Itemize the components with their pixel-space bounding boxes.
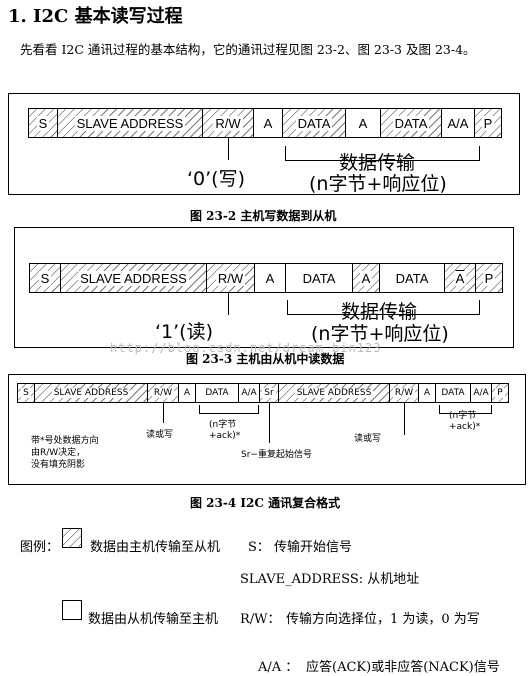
bracket-left — [287, 300, 288, 314]
bracket-bottom — [199, 413, 259, 414]
cell-rw: R/W — [202, 108, 254, 138]
legend-slave-address-def: SLAVE_ADDRESS: 从机地址 — [240, 572, 420, 587]
cell-stop: P — [475, 263, 503, 293]
rw-note-2: 读或写 — [354, 434, 382, 444]
cell-data: DATA — [282, 108, 346, 138]
intro-paragraph: 先看看 I2C 通讯过程的基本结构，它的通讯过程见图 23-2、图 23-3 及… — [20, 42, 476, 57]
legend-start-def: S： 传输开始信号 — [248, 540, 353, 555]
figure-caption: 图 23-4 I2C 通讯复合格式 — [190, 496, 341, 510]
bracket-left — [199, 405, 200, 413]
cell-rw: R/W — [147, 383, 179, 403]
cell-stop: P — [491, 383, 509, 403]
cell-ack: A — [253, 108, 283, 138]
rw-pointer — [163, 403, 164, 423]
legend-rw-def: 传输方向选择位，1 为读，0 为写 — [286, 612, 480, 627]
cell-ack: A — [352, 263, 380, 293]
watermark: http://blog.csdn.net/dream_bin123 — [110, 341, 382, 355]
bracket-bottom — [287, 314, 480, 315]
figure-caption: 图 23-2 主机写数据到从机 — [190, 209, 337, 223]
cell-slave-address: SLAVE ADDRESS — [278, 383, 390, 403]
figure-combined-diagram: S SLAVE ADDRESS R/W A DATA A/A Sr SLAVE … — [8, 374, 526, 485]
direction-label: ‘0’(写) — [187, 168, 245, 190]
sr-note: Sr−重复起始信号 — [241, 450, 312, 460]
bracket-left-2 — [439, 405, 440, 413]
cell-data: DATA — [195, 383, 239, 403]
bracket-bottom-2 — [439, 413, 492, 414]
cell-start: S — [28, 108, 58, 138]
cell-repeated-start: Sr — [259, 383, 279, 403]
cell-ack-nack: A/A — [441, 108, 475, 138]
data-transfer-label: 数据传输 — [341, 301, 418, 323]
bracket-right — [479, 146, 480, 160]
figure-read-diagram: S SLAVE ADDRESS R/W A DATA A DATA A P ‘1… — [14, 227, 514, 348]
data-transfer-sublabel: (n字节+响应位) — [311, 323, 449, 345]
cell-ack-nack: A/A — [470, 383, 492, 403]
cell-ack: A — [418, 383, 436, 403]
cell-rw: R/W — [206, 263, 255, 293]
data-transfer-label: 数据传输 — [339, 152, 416, 174]
cell-slave-address: SLAVE ADDRESS — [60, 263, 207, 293]
legend-blank-swatch — [62, 600, 82, 620]
cell-slave-address: SLAVE ADDRESS — [57, 108, 203, 138]
rw-note: 读或写 — [146, 430, 174, 440]
bracket-left — [285, 146, 286, 160]
n-bytes-note-2: (n字节 +ack)* — [449, 411, 481, 432]
bracket-right — [479, 300, 480, 314]
cell-ack: A — [178, 383, 196, 403]
rw-pointer-2 — [404, 403, 405, 435]
cell-slave-address: SLAVE ADDRESS — [34, 383, 148, 403]
cell-start: S — [29, 263, 61, 293]
direction-label: ‘1’(读) — [155, 321, 213, 343]
legend-ack-key: A/A ： — [258, 660, 299, 675]
cell-data: DATA — [379, 263, 445, 293]
figure-write-diagram: S SLAVE ADDRESS R/W A DATA A DATA A/A P … — [8, 93, 520, 195]
legend-rw-key: R/W： — [240, 612, 281, 627]
cell-data: DATA — [380, 108, 442, 138]
cell-data: DATA — [285, 263, 353, 293]
cell-ack: A — [345, 108, 381, 138]
legend-ack-def: 应答(ACK)或非应答(NACK)信号 — [306, 660, 500, 675]
star-note: 带*号处数据方向 由R/W决定， 没有填充阴影 — [31, 436, 99, 470]
cell-data: DATA — [435, 383, 471, 403]
cell-ack: A — [254, 263, 286, 293]
cell-stop: P — [474, 108, 502, 138]
legend-hatched-swatch — [62, 528, 82, 548]
section-heading: 1. I2C 基本读写过程 — [8, 6, 183, 27]
data-transfer-sublabel: (n字节+响应位) — [309, 173, 447, 195]
n-bytes-note: (n字节 +ack)* — [209, 420, 241, 441]
legend-title: 图例： — [20, 540, 60, 555]
legend-slave-to-master: 数据由从机传输至主机 — [88, 612, 219, 627]
legend-master-to-slave: 数据由主机传输至从机 — [90, 540, 221, 555]
bracket-right — [258, 405, 259, 413]
cell-start: S — [17, 383, 35, 403]
figure-caption: 图 23-3 主机由从机中读数据 — [186, 352, 345, 366]
bracket-right-2 — [491, 405, 492, 413]
rw-pointer — [228, 138, 229, 160]
cell-ack-nack: A/A — [238, 383, 260, 403]
sr-pointer — [269, 403, 270, 443]
cell-nack: A — [444, 263, 476, 293]
cell-rw: R/W — [389, 383, 419, 403]
bracket-bottom — [285, 160, 480, 161]
rw-pointer — [228, 293, 229, 315]
